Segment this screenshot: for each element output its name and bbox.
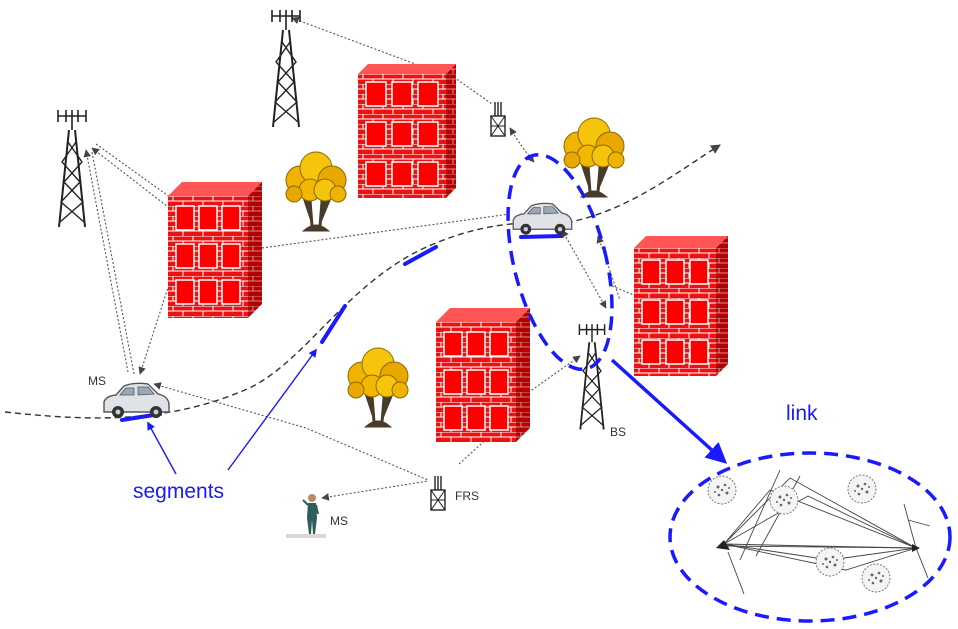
mobile-station-car: MS <box>88 374 170 419</box>
relay-icon <box>490 101 506 137</box>
tree-icon <box>284 150 348 232</box>
trajectory-segments <box>120 234 564 422</box>
bs-label: BS <box>610 425 626 439</box>
scatterer-icon <box>861 563 891 593</box>
building-icon <box>358 64 456 198</box>
fixed-relay-frs: FRS <box>430 475 479 511</box>
mobile-station-person: MS <box>286 494 348 538</box>
segments-label: segments <box>133 480 224 503</box>
building-icon <box>436 308 530 442</box>
link-zoom-view: link <box>668 402 952 623</box>
relay-icon <box>430 475 446 511</box>
segments-annotation: segments <box>133 348 317 503</box>
ms-car-label: MS <box>88 374 106 388</box>
link-highlight-ellipse <box>506 152 614 372</box>
tree-icon <box>562 116 626 198</box>
link-label: link <box>786 402 818 425</box>
scatterer-icon <box>707 475 737 505</box>
tower-icon <box>57 109 87 228</box>
building-icon <box>168 182 262 318</box>
propagation-rays <box>83 16 637 501</box>
person-icon <box>286 494 326 538</box>
tower-icon <box>271 9 301 128</box>
base-station-bs: BS <box>578 323 626 439</box>
scatterer-icon <box>815 547 845 577</box>
scatterer-icon <box>769 485 799 515</box>
tree-icon <box>346 346 410 428</box>
ms-person-label: MS <box>330 514 348 528</box>
car-icon <box>512 202 573 236</box>
mobile-trajectory <box>4 144 721 419</box>
scatterer-icon <box>847 474 877 504</box>
zoom-arrow <box>610 358 728 464</box>
building-icon <box>634 236 728 376</box>
car-icon <box>103 382 170 419</box>
frs-label: FRS <box>455 489 479 503</box>
